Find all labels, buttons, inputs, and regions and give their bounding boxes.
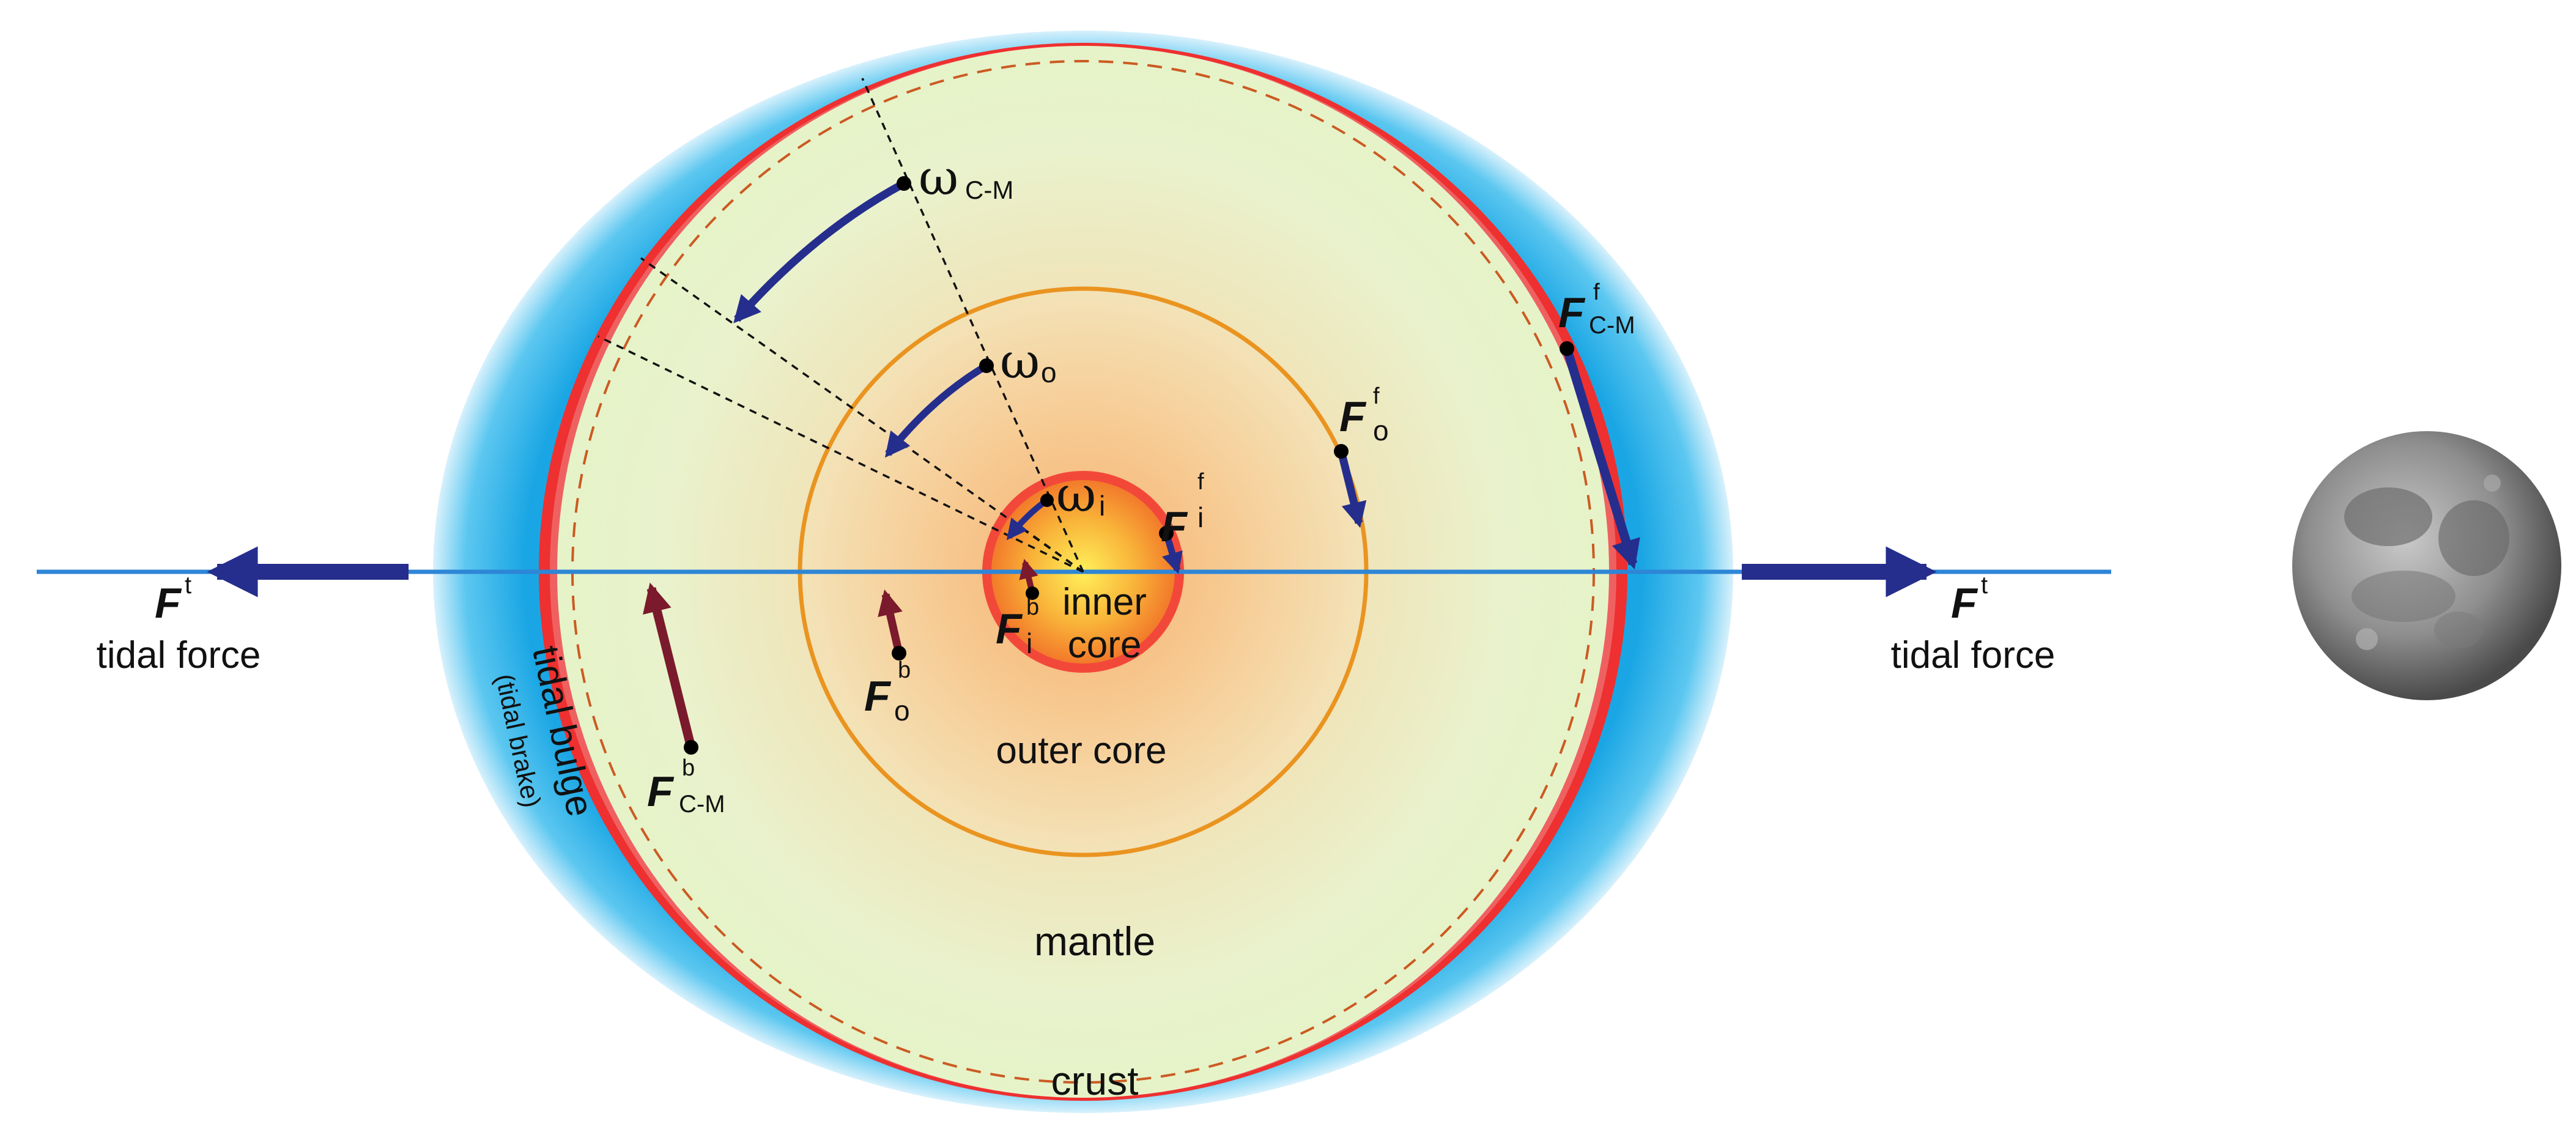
inner-core-label-line1: inner: [1062, 581, 1147, 623]
force-back-i-sup: b: [1026, 594, 1039, 620]
force-front-o-arrow: [1337, 450, 1367, 528]
omega-o-arc: [884, 362, 989, 458]
tidal-force-symbol-right: F: [1951, 579, 1978, 627]
omega-cm-arc: [733, 180, 906, 324]
omega-o-symbol: ω: [1000, 333, 1040, 390]
force-front-cm-sup: f: [1593, 279, 1600, 305]
tidal-force-sup-left: t: [185, 572, 191, 599]
force-back-cm-symbol: F: [647, 768, 675, 815]
omega-cm-sub: C-M: [965, 176, 1013, 204]
force-back-cm-arrow: [643, 582, 696, 749]
outer-core-label: outer core: [996, 730, 1166, 772]
force-back-i-symbol: F: [996, 605, 1023, 653]
force-back-cm-sup: b: [682, 755, 695, 781]
force-back-o-sub: o: [894, 695, 910, 727]
tidal-force-label-right: tidal force: [1891, 634, 2056, 676]
mantle-label: mantle: [1034, 919, 1155, 964]
force-back-o-arrow: [878, 589, 903, 654]
omega-cm-symbol: ω: [919, 149, 958, 206]
force-back-o-symbol: F: [864, 672, 892, 720]
omega-i-sub: i: [1099, 490, 1105, 522]
force-back-o-sup: b: [898, 657, 911, 683]
force-front-cm-arrow: [1562, 347, 1640, 570]
force-back-i-sub: i: [1026, 627, 1032, 659]
force-front-i-symbol: F: [1161, 503, 1188, 550]
force-front-i-sub: i: [1197, 501, 1204, 533]
inner-core-label-line2: core: [1068, 624, 1142, 666]
force-front-o-sub: o: [1373, 415, 1389, 446]
force-front-i-sup: f: [1197, 469, 1204, 495]
application-points: [684, 176, 1574, 755]
force-front-cm-symbol: F: [1558, 289, 1586, 336]
tidal-force-symbol-left: F: [155, 579, 182, 627]
force-front-o-symbol: F: [1339, 393, 1367, 440]
omega-i-symbol: ω: [1056, 466, 1096, 523]
moon-icon: [2292, 431, 2561, 700]
omega-o-sub: o: [1041, 357, 1057, 388]
tidal-force-label-left: tidal force: [97, 634, 261, 676]
tidal-force-sup-right: t: [1981, 572, 1988, 599]
crust-label: crust: [1051, 1058, 1138, 1103]
force-front-o-sup: f: [1373, 383, 1380, 409]
force-front-cm-sub: C-M: [1589, 312, 1635, 339]
force-back-cm-sub: C-M: [679, 791, 725, 818]
